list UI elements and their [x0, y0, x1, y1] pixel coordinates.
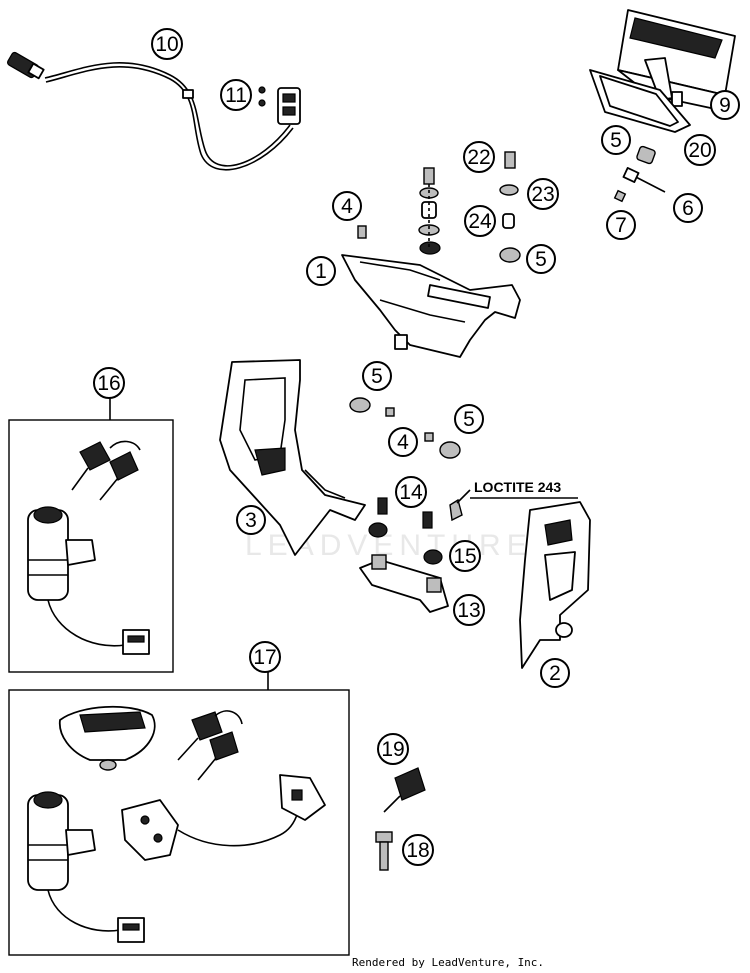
callout-5b: 5: [526, 244, 556, 274]
svg-text:10: 10: [155, 33, 178, 56]
svg-text:11: 11: [225, 84, 247, 107]
screw-4b-part: [424, 432, 434, 442]
grommet-5-part: [499, 247, 521, 263]
svg-text:13: 13: [457, 599, 480, 622]
bolt-14b-part: [422, 511, 433, 529]
bolt-part-18: [375, 831, 393, 871]
bolt-14a-part: [377, 497, 388, 515]
svg-text:14: 14: [399, 481, 423, 504]
spacer-24-part: [502, 213, 515, 229]
left-cover-part: [219, 359, 366, 556]
mask-bracket-part: [341, 254, 521, 358]
speedometer-part: [617, 9, 736, 111]
callout-5c: 5: [362, 361, 392, 391]
callout-13: 13: [453, 594, 485, 626]
svg-text:9: 9: [719, 94, 731, 117]
bulb-part: [622, 167, 666, 193]
bracket-part-11: [258, 86, 301, 125]
callout-11: 11: [220, 79, 252, 111]
callout-3: 3: [236, 505, 266, 535]
callout-23: 23: [527, 178, 559, 210]
grommet-part: [636, 145, 656, 165]
gasket-part: [589, 69, 691, 133]
svg-text:16: 16: [97, 372, 120, 395]
callout-1: 1: [306, 256, 336, 286]
callout-7: 7: [606, 210, 636, 240]
screw-center-part: [385, 407, 395, 417]
callout-22: 22: [463, 141, 495, 173]
loctite-note: LOCTITE 243: [474, 479, 561, 495]
svg-text:20: 20: [688, 139, 711, 162]
key-part-19: [383, 767, 426, 813]
callout-16: 16: [93, 367, 125, 399]
callout-5d: 5: [454, 404, 484, 434]
screw-loctite-part: [449, 498, 463, 522]
svg-text:17: 17: [253, 646, 276, 669]
svg-text:24: 24: [468, 210, 492, 233]
grommet-center-left-part: [349, 397, 371, 413]
callout-9: 9: [710, 90, 740, 120]
svg-text:4: 4: [397, 431, 409, 454]
callout-4a: 4: [332, 191, 362, 221]
ignition-lock-set-16: [8, 398, 174, 673]
svg-text:2: 2: [549, 662, 561, 685]
svg-text:3: 3: [245, 509, 257, 532]
small-bulb-part: [613, 189, 627, 203]
svg-text:15: 15: [453, 545, 476, 568]
callout-2: 2: [540, 658, 570, 688]
callout-20: 20: [684, 134, 716, 166]
callout-6: 6: [673, 193, 703, 223]
grommet-15a-part: [368, 522, 388, 538]
ignition-lock-set-17: [8, 672, 350, 956]
svg-text:5: 5: [463, 408, 475, 431]
callout-18: 18: [402, 834, 434, 866]
holder-bracket-part: [359, 554, 449, 613]
svg-text:1: 1: [315, 260, 327, 283]
svg-text:5: 5: [535, 248, 547, 271]
svg-text:5: 5: [610, 129, 622, 152]
right-cover-part: [519, 501, 591, 669]
svg-text:23: 23: [531, 183, 554, 206]
bolt-22-part: [504, 151, 516, 169]
footer-credit: Rendered by LeadVenture, Inc.: [352, 956, 544, 969]
grommet-15b-part: [423, 549, 443, 565]
svg-text:18: 18: [406, 839, 429, 862]
bolt-stack-part: [418, 167, 441, 255]
svg-text:6: 6: [682, 197, 694, 220]
grommet-center-right-part: [439, 441, 461, 459]
svg-text:19: 19: [381, 738, 404, 761]
callout-24: 24: [464, 205, 496, 237]
washer-23-part: [499, 184, 519, 196]
svg-text:22: 22: [467, 146, 490, 169]
svg-text:4: 4: [341, 195, 353, 218]
callout-4b: 4: [388, 427, 418, 457]
callout-15: 15: [449, 540, 481, 572]
svg-text:5: 5: [371, 365, 383, 388]
callout-10: 10: [151, 28, 183, 60]
wiring-harness-part: [7, 51, 294, 171]
callout-19: 19: [377, 733, 409, 765]
screw-4-part: [357, 225, 367, 239]
callout-17: 17: [249, 641, 281, 673]
callout-14: 14: [395, 476, 427, 508]
svg-text:7: 7: [615, 214, 627, 237]
callout-5a: 5: [601, 125, 631, 155]
